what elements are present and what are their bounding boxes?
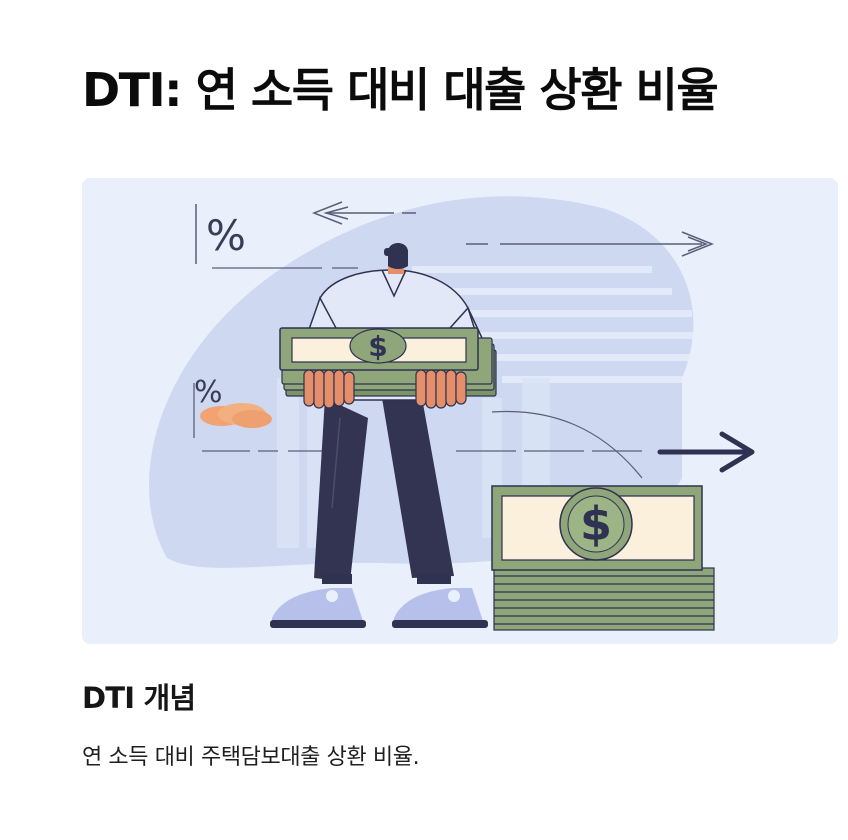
- money-stack-large: $: [491, 485, 715, 631]
- right-hand: [415, 369, 467, 409]
- held-money-stack: $: [279, 327, 497, 409]
- dollar-sign-small-icon: $: [368, 330, 387, 363]
- percent-large-icon: %: [206, 211, 246, 260]
- arrow-right-solid-icon: [657, 431, 755, 473]
- dollar-sign-large-icon: $: [580, 497, 612, 551]
- page-title: DTI: 연 소득 대비 대출 상환 비율: [82, 63, 719, 117]
- coins-icon: [200, 403, 272, 428]
- section-text: 연 소득 대비 주택담보대출 상환 비율.: [82, 745, 420, 770]
- hero-illustration: % %: [82, 178, 838, 644]
- percent-small-icon: %: [194, 375, 223, 410]
- left-shoe: [272, 588, 364, 624]
- section-heading: DTI 개념: [82, 681, 196, 715]
- arrow-right-outline-icon: [466, 231, 715, 257]
- blob-stripes: [412, 266, 722, 383]
- left-hand: [303, 369, 355, 409]
- right-shoe: [394, 588, 484, 624]
- arrow-left-icon: [311, 201, 416, 225]
